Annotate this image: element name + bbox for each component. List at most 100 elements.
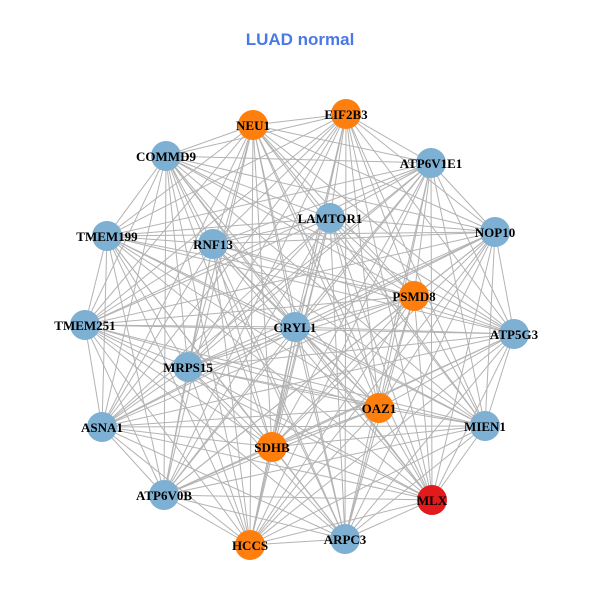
edge-ATP6V1E1-TMEM199: [106, 162, 432, 237]
edge-LAMTOR1-TMEM199: [106, 217, 331, 237]
edge-OAZ1-MIEN1: [378, 407, 486, 427]
edge-NEU1-RNF13: [212, 124, 254, 245]
node-label: HCCS: [232, 538, 268, 553]
edge-OAZ1-SDHB: [271, 407, 380, 448]
node-circle[interactable]: [151, 141, 181, 171]
edge-ATP6V1E1-ASNA1: [101, 162, 432, 428]
edge-NEU1-TMEM199: [106, 124, 254, 237]
edge-CRYL1-OAZ1: [294, 326, 380, 409]
edge-ATP6V0B-MLX: [163, 494, 433, 501]
edge-RNF13-ASNA1: [101, 243, 214, 428]
edge-NOP10-MIEN1: [484, 231, 496, 427]
node-circle[interactable]: [87, 412, 117, 442]
node-circle[interactable]: [149, 480, 179, 510]
node-EIF2B3[interactable]: EIF2B3: [324, 99, 368, 129]
edge-LAMTOR1-MRPS15: [187, 217, 331, 368]
edge-NEU1-MLX: [252, 124, 433, 501]
edge-NEU1-NOP10: [252, 124, 496, 233]
edge-PSMD8-SDHB: [271, 295, 415, 448]
node-circle[interactable]: [470, 411, 500, 441]
node-SDHB[interactable]: SDHB: [254, 432, 290, 462]
node-label: LAMTOR1: [298, 211, 363, 226]
node-CRYL1[interactable]: CRYL1: [274, 312, 317, 342]
node-circle[interactable]: [315, 203, 345, 233]
node-label: ATP6V1E1: [400, 156, 463, 171]
node-circle[interactable]: [364, 393, 394, 423]
edge-EIF2B3-RNF13: [212, 113, 347, 245]
node-ARPC3[interactable]: ARPC3: [324, 524, 367, 554]
edge-NOP10-SDHB: [271, 231, 496, 448]
edge-COMMD9-SDHB: [165, 155, 273, 448]
node-circle[interactable]: [173, 352, 203, 382]
node-circle[interactable]: [280, 312, 310, 342]
node-circle[interactable]: [330, 524, 360, 554]
edge-NOP10-MRPS15: [187, 231, 496, 368]
edge-COMMD9-PSMD8: [165, 155, 415, 297]
node-NOP10[interactable]: NOP10: [475, 217, 515, 247]
node-circle[interactable]: [417, 485, 447, 515]
edge-ATP6V1E1-MRPS15: [187, 162, 432, 368]
node-circle[interactable]: [238, 110, 268, 140]
node-MIEN1[interactable]: MIEN1: [464, 411, 506, 441]
edge-LAMTOR1-MIEN1: [329, 217, 486, 427]
edge-NOP10-TMEM251: [84, 231, 496, 326]
node-circle[interactable]: [235, 530, 265, 560]
edge-NEU1-COMMD9: [165, 124, 254, 157]
node-LAMTOR1[interactable]: LAMTOR1: [298, 203, 363, 233]
edge-TMEM251-OAZ1: [84, 324, 380, 409]
node-OAZ1[interactable]: OAZ1: [362, 393, 397, 423]
edge-LAMTOR1-ASNA1: [101, 217, 331, 428]
node-circle[interactable]: [92, 221, 122, 251]
edge-SDHB-MLX: [271, 446, 433, 501]
edge-ASNA1-MLX: [101, 426, 433, 501]
node-TMEM251[interactable]: TMEM251: [54, 310, 116, 340]
node-circle[interactable]: [480, 217, 510, 247]
edge-PSMD8-MIEN1: [413, 295, 486, 427]
edge-NOP10-CRYL1: [294, 231, 496, 328]
node-MLX[interactable]: MLX: [417, 485, 448, 515]
node-TMEM199[interactable]: TMEM199: [76, 221, 138, 251]
edge-MRPS15-HCCS: [187, 366, 251, 546]
node-PSMD8[interactable]: PSMD8: [392, 281, 436, 311]
edge-PSMD8-OAZ1: [378, 295, 415, 409]
edge-COMMD9-TMEM199: [106, 155, 167, 237]
node-ASNA1[interactable]: ASNA1: [81, 412, 123, 442]
node-COMMD9[interactable]: COMMD9: [136, 141, 196, 171]
edge-RNF13-NOP10: [212, 231, 496, 245]
node-ATP6V0B[interactable]: ATP6V0B: [136, 480, 192, 510]
edge-NOP10-MLX: [431, 231, 496, 501]
node-NEU1[interactable]: NEU1: [236, 110, 270, 140]
node-RNF13[interactable]: RNF13: [193, 229, 233, 259]
edge-ATP5G3-MRPS15: [187, 333, 515, 368]
edge-TMEM251-ATP6V0B: [84, 324, 165, 496]
edge-MIEN1-SDHB: [271, 425, 486, 448]
edge-MLX-HCCS: [249, 499, 433, 546]
node-circle[interactable]: [399, 281, 429, 311]
node-circle[interactable]: [331, 99, 361, 129]
node-ATP5G3[interactable]: ATP5G3: [490, 319, 539, 349]
edge-PSMD8-ATP5G3: [413, 295, 515, 335]
edge-CRYL1-ARPC3: [294, 326, 346, 540]
edge-NEU1-ASNA1: [101, 124, 254, 428]
node-circle[interactable]: [416, 148, 446, 178]
edge-MRPS15-MIEN1: [187, 366, 486, 427]
node-MRPS15[interactable]: MRPS15: [163, 352, 213, 382]
node-circle[interactable]: [198, 229, 228, 259]
edge-MIEN1-ATP6V0B: [163, 425, 486, 496]
edge-NOP10-HCCS: [249, 231, 496, 546]
node-circle[interactable]: [499, 319, 529, 349]
node-HCCS[interactable]: HCCS: [232, 530, 268, 560]
node-label: MRPS15: [163, 360, 213, 375]
edge-EIF2B3-ATP6V1E1: [345, 113, 432, 164]
edge-NEU1-TMEM251: [84, 124, 254, 326]
node-label: CRYL1: [274, 320, 317, 335]
node-circle[interactable]: [70, 310, 100, 340]
node-circle[interactable]: [257, 432, 287, 462]
edge-LAMTOR1-CRYL1: [294, 217, 331, 328]
edge-LAMTOR1-PSMD8: [329, 217, 415, 297]
edge-TMEM199-MLX: [106, 235, 433, 501]
node-ATP6V1E1[interactable]: ATP6V1E1: [400, 148, 463, 178]
